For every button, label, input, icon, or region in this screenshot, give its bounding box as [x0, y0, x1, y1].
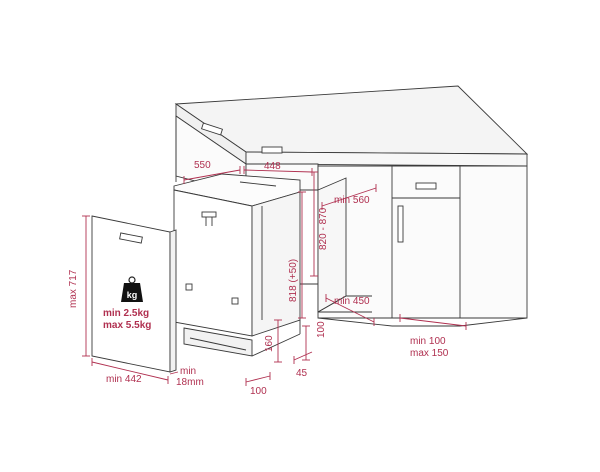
dimension-lines	[82, 166, 467, 386]
dishwasher-top-latch	[201, 211, 217, 218]
drawer-handle-right	[415, 182, 437, 190]
label-clearance-min: min 100	[410, 336, 446, 347]
label-panel-thickness-value: 18mm	[176, 377, 204, 388]
panel-handle	[119, 232, 143, 244]
right-cabinet	[317, 165, 528, 327]
label-floor-gap: 100	[316, 321, 327, 338]
door-handle-right	[397, 205, 404, 243]
weight-max: max 5.5kg	[103, 320, 151, 331]
label-panel-thickness-min: min	[180, 366, 196, 377]
label-panel-height: max 717	[68, 269, 79, 308]
label-appliance-height: 818 (+50)	[288, 259, 299, 302]
label-clearance-max: max 150	[410, 348, 449, 359]
dishwasher-bracket-left	[185, 283, 193, 291]
label-plinth-height: 160	[264, 335, 275, 352]
countertop	[174, 85, 529, 167]
label-plinth-offset: 45	[296, 368, 308, 379]
dishwasher-bracket-right	[231, 297, 239, 305]
label-plinth-min-depth: min 450	[334, 296, 370, 307]
dishwasher	[173, 173, 301, 357]
niche	[300, 177, 372, 313]
label-niche-height: 820 - 870	[318, 207, 329, 250]
weight-min: min 2.5kg	[103, 308, 149, 319]
label-niche-width: 448	[264, 161, 281, 172]
drawer-handle-middle	[261, 146, 283, 154]
drawer-handle-left	[200, 122, 224, 136]
label-cabinet-depth: 550	[194, 160, 211, 171]
weight-icon: kg	[121, 276, 143, 302]
label-floor-depth: 100	[250, 386, 267, 397]
weight-icon-text: kg	[127, 290, 138, 300]
label-panel-width: min 442	[106, 374, 142, 385]
label-min-depth: min 560	[334, 195, 370, 206]
